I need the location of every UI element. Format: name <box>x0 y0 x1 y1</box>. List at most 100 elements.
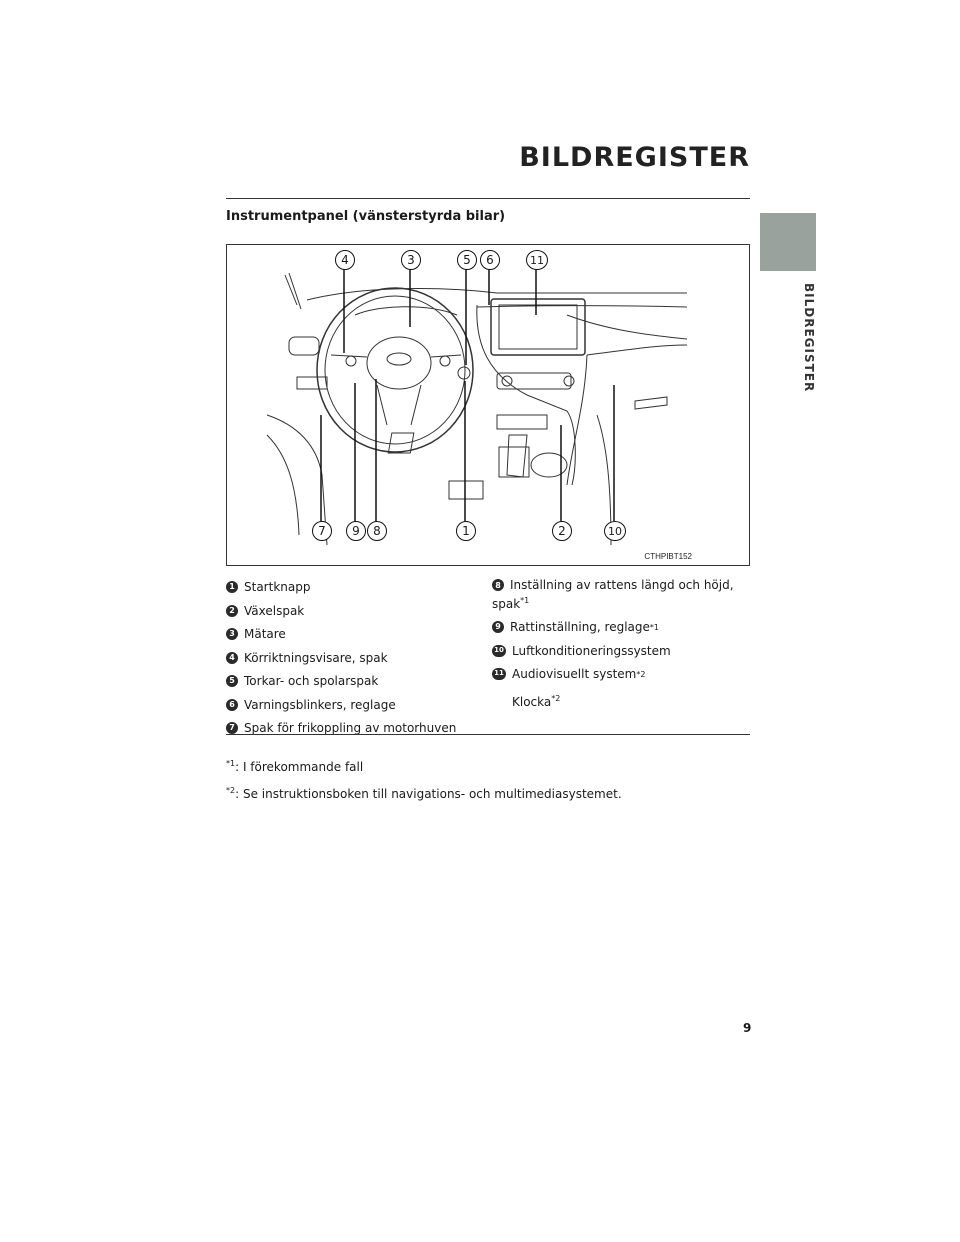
callout-2: 2 <box>552 521 572 541</box>
legend-text: Spak för frikoppling av motorhuven <box>244 721 457 735</box>
legend-number: 5 <box>226 675 238 687</box>
legend-item-7: 7 Spak för frikoppling av motorhuven <box>226 717 456 741</box>
legend-text: Luftkonditioneringssystem <box>512 643 671 658</box>
legend-text: Torkar- och spolarspak <box>244 674 379 688</box>
left-wheel-buttons <box>345 355 357 367</box>
legend-item-5: 5 Torkar- och spolarspak <box>226 670 456 694</box>
legend-item-2: 2 Växelspak <box>226 600 456 624</box>
footnote-mark: *1 <box>226 759 236 768</box>
page-header-title: BILDREGISTER <box>519 142 750 173</box>
figure-code: CTHPIBT152 <box>644 552 692 561</box>
page-number: 9 <box>743 1021 752 1035</box>
header-divider <box>226 198 750 199</box>
legend-text-cont: spak <box>492 597 521 611</box>
footnote-ref: *2 <box>551 693 561 703</box>
left-vent <box>288 336 320 356</box>
legend-number: 6 <box>226 698 238 711</box>
callout-6: 6 <box>480 250 500 270</box>
footnote-1: *1: I förekommande fall <box>226 752 622 779</box>
callout-3: 3 <box>401 250 421 270</box>
legend-text: Inställning av rattens längd och höjd, <box>510 578 734 592</box>
legend-item-6: 6 Varningsblinkers, reglage <box>226 694 456 718</box>
legend-text: Rattinställning, reglage <box>510 620 650 634</box>
footnote-text: : Se instruktionsboken till navigations-… <box>235 787 622 801</box>
cup-holder <box>530 452 568 478</box>
chapter-tab-label: BILDREGISTER <box>802 283 816 393</box>
legend-number: 2 <box>226 604 238 617</box>
legend-item-9: 9 Rattinställning, reglage*1 <box>492 616 750 640</box>
dashboard-illustration: 4 3 5 6 11 7 9 8 1 2 10 CTHPIBT152 <box>226 244 750 566</box>
center-screen-display <box>498 304 578 350</box>
glovebox-handle <box>634 396 668 410</box>
legend-number: 8 <box>492 579 504 591</box>
center-screen <box>490 298 586 356</box>
console-left-edge <box>476 304 576 486</box>
callout-10: 10 <box>604 521 626 541</box>
door-panel <box>266 434 300 536</box>
steering-wheel-rim <box>316 287 474 453</box>
legend-text: Varningsblinkers, reglage <box>244 697 396 712</box>
legend-text: Körriktningsvisare, spak <box>244 650 388 665</box>
a-pillar-line-2 <box>288 272 302 310</box>
legend-item-10: 10 Luftkonditioneringssystem <box>492 640 750 664</box>
footnote-ref: *2 <box>636 670 646 679</box>
footnote-mark: *2 <box>226 786 236 795</box>
brake-pedal <box>387 432 415 454</box>
steering-wheel-lower-spokes <box>376 384 422 426</box>
dashboard-drawing <box>266 272 688 546</box>
legend-number: 9 <box>492 621 504 633</box>
dash-top-line <box>306 288 687 301</box>
callout-5: 5 <box>457 250 477 270</box>
accelerator-pedal <box>448 480 484 500</box>
callout-4: 4 <box>335 250 355 270</box>
dash-line-4 <box>586 344 688 356</box>
callout-9: 9 <box>346 521 366 541</box>
legend-text: Växelspak <box>244 603 305 618</box>
legend-text-cont: Klocka <box>512 694 552 709</box>
a-pillar-line <box>284 274 298 306</box>
steering-wheel-logo <box>386 352 412 366</box>
audio-knob-right <box>563 375 575 387</box>
section-title: Instrumentpanel (vänsterstyrda bilar) <box>226 209 506 224</box>
legend-text: Startknapp <box>244 580 311 594</box>
callout-1: 1 <box>456 521 476 541</box>
callout-7: 7 <box>312 521 332 541</box>
legend-number: 10 <box>492 644 506 657</box>
console-right-edge <box>566 354 588 486</box>
steering-wheel-hub <box>366 336 432 390</box>
console-tray <box>498 446 530 478</box>
meter-hood <box>354 306 458 316</box>
dash-line-3 <box>566 314 688 340</box>
callout-8: 8 <box>367 521 387 541</box>
legend-item-3: 3 Mätare <box>226 623 456 647</box>
legend-item-4: 4 Körriktningsvisare, spak <box>226 647 456 671</box>
section-divider <box>226 734 750 735</box>
leader-lines <box>320 267 615 521</box>
footnote-text: : I förekommande fall <box>235 760 364 774</box>
footnotes: *1: I förekommande fall *2: Se instrukti… <box>226 752 622 806</box>
legend-number: 3 <box>226 628 238 640</box>
audio-panel <box>496 372 572 390</box>
left-switch-panel <box>296 376 328 390</box>
legend-number: 11 <box>492 668 506 680</box>
legend-left: 1 Startknapp 2 Växelspak 3 Mätare 4 Körriktn… <box>226 576 456 741</box>
audio-knob-left <box>501 375 513 387</box>
dash-line-2 <box>476 305 688 308</box>
right-wheel-buttons <box>439 355 451 367</box>
legend-number: 7 <box>226 722 238 734</box>
footnote-2: *2: Se instruktionsboken till navigation… <box>226 779 622 806</box>
start-button <box>457 366 471 380</box>
legend-number: 4 <box>226 651 238 664</box>
steering-wheel-inner <box>324 295 466 445</box>
legend-item-1: 1 Startknapp <box>226 576 456 600</box>
legend-text: Mätare <box>244 627 286 641</box>
callout-11: 11 <box>526 250 548 270</box>
chapter-tab <box>760 213 816 271</box>
legend-number: 1 <box>226 581 238 593</box>
footnote-ref: *1 <box>520 596 530 605</box>
footnote-ref: *1 <box>649 623 659 632</box>
climate-panel <box>496 414 548 430</box>
